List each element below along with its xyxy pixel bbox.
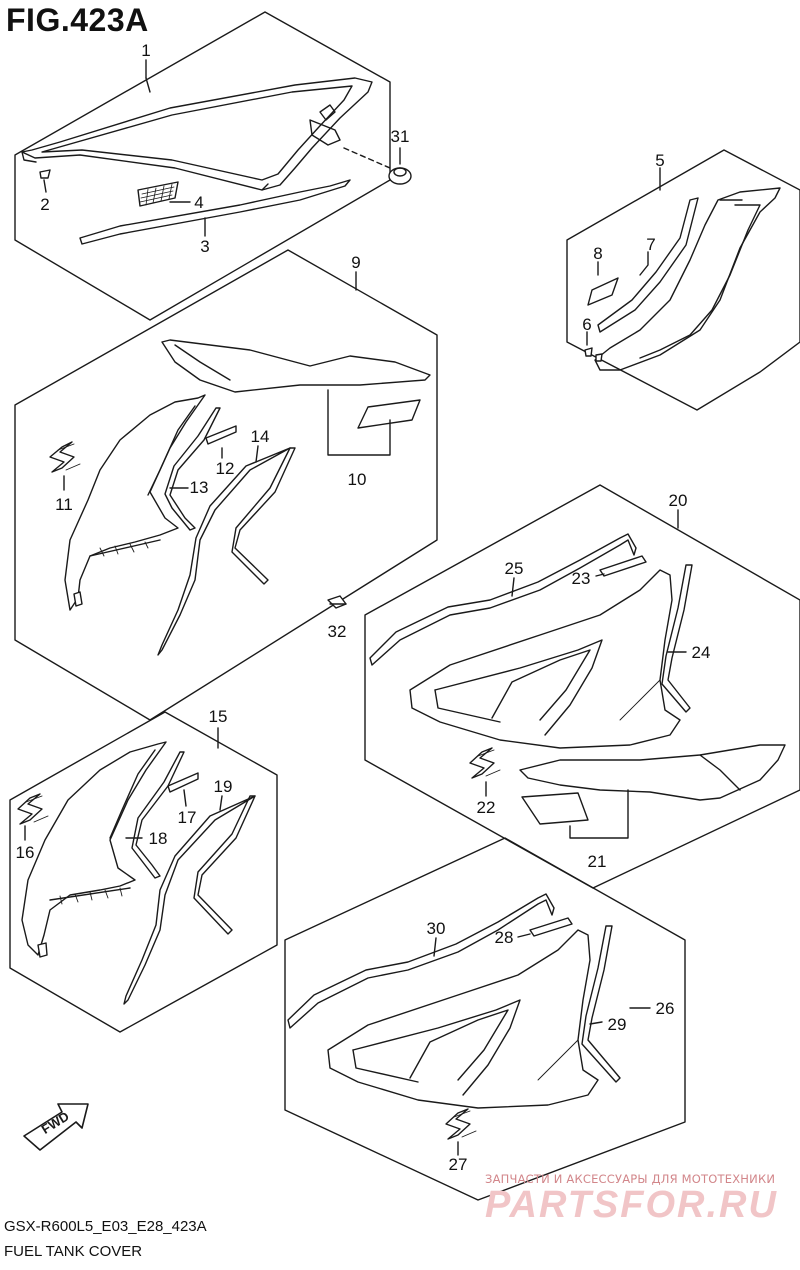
callout-15: 15: [209, 707, 228, 726]
part-22-emblem: [469, 747, 501, 779]
group-1-leaders: [43, 59, 401, 237]
callout-16: 16: [16, 843, 35, 862]
callout-29: 29: [608, 1015, 627, 1034]
group-15-leaders: [24, 727, 223, 841]
callout-19: 19: [214, 777, 233, 796]
part-2-clip: [39, 169, 51, 179]
part-13-left-cover: [64, 394, 206, 611]
part-31-grommet: [343, 147, 412, 185]
part-17-strip: [167, 772, 199, 793]
part-20-tank-cover: [409, 569, 681, 749]
group-5-leaders: [586, 167, 661, 346]
part-28-clip: [529, 917, 573, 937]
group-1-outline: [14, 11, 391, 321]
part-30-trim: [287, 893, 555, 1029]
part-29-strip: [581, 925, 621, 1083]
part-19-edge-trim: [123, 795, 256, 1005]
group-15-outline: [9, 711, 278, 1033]
part-18-trim: [131, 751, 185, 879]
part-4-mesh-pad: [137, 181, 179, 207]
callout-24: 24: [692, 643, 711, 662]
part-10-decal: [357, 399, 421, 429]
part-23-clip: [599, 555, 647, 577]
fwd-arrow-icon: FWD: [23, 1103, 89, 1151]
part-9-upper-fairing: [161, 339, 431, 393]
callout-27: 27: [449, 1155, 468, 1174]
part-11-emblem: [49, 441, 81, 473]
part-27-emblem: [445, 1108, 477, 1140]
part-24-strip: [661, 564, 693, 713]
part-8-decal: [587, 277, 619, 306]
part-32-fastener: [327, 595, 347, 609]
part-7-strip: [597, 197, 699, 333]
part-5-side-panel: [594, 187, 781, 371]
group-20-outline: [364, 484, 800, 889]
callout-13: 13: [190, 478, 209, 497]
part-14-edge-trim: [157, 447, 296, 656]
callout-7: 7: [646, 235, 655, 254]
watermark-brand-logo: PARTSFOR.RU: [485, 1184, 778, 1226]
callout-26: 26: [656, 999, 675, 1018]
part-12-strip: [205, 425, 237, 445]
part-18-left-cover: [21, 741, 167, 958]
group-9-leaders: [63, 271, 391, 491]
callout-labels: 1 2 3 4 5 6 7 8 9 10 11 12 13 14 15 16 1…: [16, 41, 711, 1174]
callout-17: 17: [178, 808, 197, 827]
part-26-tank-cover: [327, 929, 599, 1109]
part-16-emblem: [17, 793, 49, 825]
group-20-leaders: [485, 509, 687, 839]
part-6-clip: [584, 347, 603, 362]
callout-10: 10: [348, 470, 367, 489]
callout-2: 2: [40, 195, 49, 214]
part-1-cover-frame: [21, 77, 373, 191]
callout-28: 28: [495, 928, 514, 947]
callout-8: 8: [593, 244, 602, 263]
group-26-leaders: [433, 933, 651, 1156]
callout-1: 1: [141, 41, 150, 60]
callout-6: 6: [582, 315, 591, 334]
group-9-outline: [14, 249, 438, 721]
callout-21: 21: [588, 852, 607, 871]
callout-3: 3: [200, 237, 209, 256]
group-26-outline: [284, 837, 686, 1201]
callout-14: 14: [251, 427, 270, 446]
part-13-trim: [164, 407, 221, 531]
callout-5: 5: [655, 151, 664, 170]
part-21-decal: [521, 792, 589, 825]
callout-11: 11: [55, 495, 73, 514]
callout-23: 23: [572, 569, 591, 588]
figure-name: FUEL TANK COVER: [4, 1243, 143, 1260]
callout-30: 30: [427, 919, 446, 938]
callout-4: 4: [194, 193, 203, 212]
callout-9: 9: [351, 253, 360, 272]
figure-code: GSX-R600L5_E03_E28_423A: [4, 1218, 207, 1235]
part-3-trim-strip: [79, 179, 351, 245]
callout-31: 31: [391, 127, 410, 146]
part-21-upper-fairing: [519, 744, 786, 801]
callout-22: 22: [477, 798, 496, 817]
callout-20: 20: [669, 491, 688, 510]
figure-title: FIG.423A: [6, 2, 149, 38]
watermark-tagline: ЗАПЧАСТИ И АКСЕССУАРЫ ДЛЯ МОТОТЕХНИКИ: [485, 1172, 776, 1186]
callout-12: 12: [216, 459, 235, 478]
callout-18: 18: [149, 829, 168, 848]
part-25-trim: [369, 533, 637, 666]
callout-32: 32: [328, 622, 347, 641]
callout-25: 25: [505, 559, 524, 578]
